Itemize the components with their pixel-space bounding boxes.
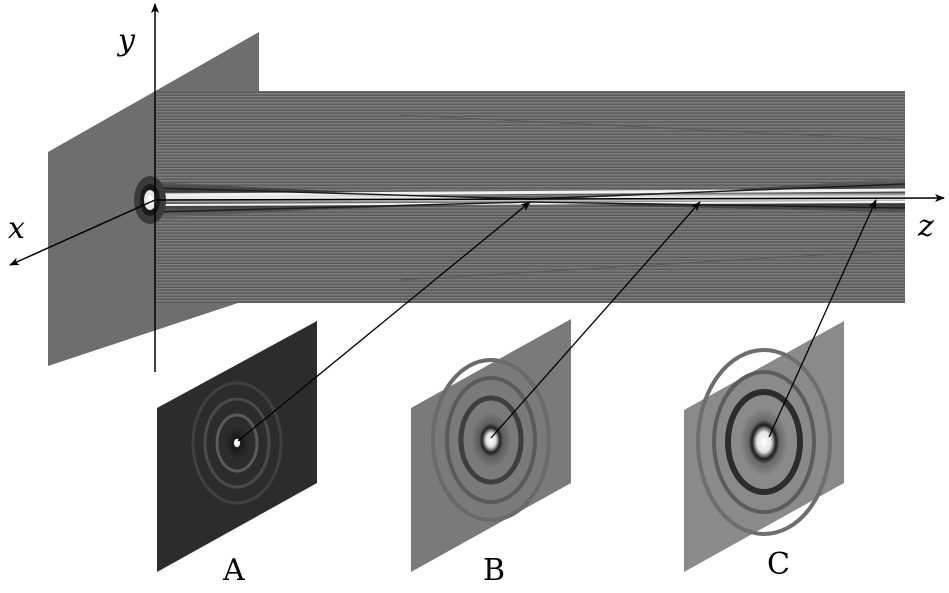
x-axis [9, 199, 156, 266]
z-axis-label: z [917, 209, 934, 244]
arrow-c [768, 199, 877, 438]
z-axis [154, 194, 945, 203]
panel-b-label: B [483, 553, 505, 588]
panel-a-label: A [222, 553, 245, 588]
panel-c [684, 321, 844, 572]
y-axis-label: y [116, 23, 136, 58]
panel-c-label: C [767, 547, 790, 582]
panel-a [157, 321, 317, 572]
x-axis-label: x [8, 211, 25, 246]
panel-b [411, 319, 571, 572]
arrow-b [490, 201, 701, 439]
arrow-a [237, 201, 531, 442]
